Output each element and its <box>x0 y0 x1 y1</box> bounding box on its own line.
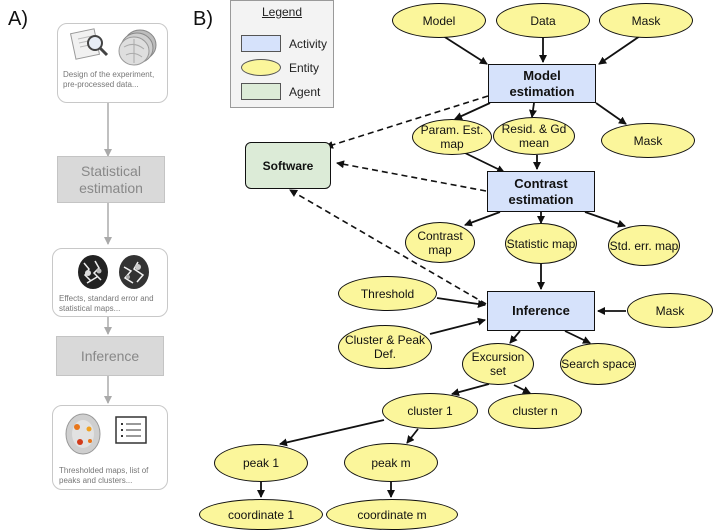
edge-cluster1-peakm <box>406 428 419 444</box>
threshold-entity: Threshold <box>338 276 437 311</box>
edge-estimation-resid <box>529 102 537 118</box>
coordinate-m-entity: coordinate m <box>326 499 458 530</box>
search-space-entity: Search space <box>560 343 636 385</box>
edge-inference-search <box>564 330 591 344</box>
data-entity: Data <box>496 3 590 38</box>
design-data-box: Design of the experiment, pre-processed … <box>57 23 168 103</box>
legend-entity-label: Entity <box>289 61 320 75</box>
thresholded-maps-box: Thresholded maps, list of peaks and clus… <box>52 405 168 490</box>
excursion-set-entity: Excursion set <box>462 343 534 385</box>
legend-activity-swatch <box>241 35 281 52</box>
edge-contrast-software <box>336 160 487 192</box>
peak-m-entity: peak m <box>344 443 438 482</box>
effects-maps-caption: Effects, standard error and statistical … <box>59 294 154 313</box>
statistic-map-brain-icon <box>119 255 149 289</box>
edge-inference-software <box>289 189 487 305</box>
edge-param-contrast <box>464 152 505 173</box>
statistic-map-entity: Statistic map <box>505 223 577 264</box>
peak-1-entity: peak 1 <box>214 444 308 482</box>
edge-excursion-cluster1 <box>451 383 490 397</box>
contrast-map-entity: Contrast map <box>405 222 475 263</box>
cluster-peak-def-entity: Cluster & Peak Def. <box>338 325 432 369</box>
effects-maps-box: Effects, standard error and statistical … <box>52 248 168 317</box>
contrast-estimation-activity: Contrast estimation <box>487 171 595 212</box>
coordinate-1-entity: coordinate 1 <box>199 499 323 530</box>
resid-gd-mean-entity: Resid. & Gd mean <box>493 117 575 155</box>
legend: Legend Activity Entity Agent <box>230 0 334 108</box>
effect-map-brain-icon <box>78 255 108 289</box>
edge-contrast-cmap <box>464 211 501 227</box>
edge-model-estimation <box>439 33 488 65</box>
edge-estimation-param <box>454 102 491 120</box>
legend-title: Legend <box>261 5 303 19</box>
edge-estimation-mask <box>595 102 627 125</box>
model-entity: Model <box>392 3 486 38</box>
edge-excursion-clustern <box>513 384 531 394</box>
param-est-map-entity: Param. Est. map <box>412 119 492 155</box>
inference-step: Inference <box>56 336 164 376</box>
edge-cluster-inference <box>429 317 486 335</box>
document-magnifier-icon <box>70 28 109 60</box>
panel-b-label: B) <box>193 8 213 30</box>
mask-top-entity: Mask <box>599 3 693 38</box>
mask-mid-entity: Mask <box>601 123 695 158</box>
edge-cluster1-peak1 <box>279 419 385 447</box>
legend-agent-label: Agent <box>289 85 321 99</box>
edge-estimation-software <box>325 95 489 149</box>
statistical-estimation-step: Statistical estimation <box>57 156 165 203</box>
cluster-1-entity: cluster 1 <box>382 393 478 429</box>
legend-agent-swatch <box>241 83 281 100</box>
edge-mask-estimation <box>598 33 644 65</box>
brain-slices-icon <box>118 29 157 66</box>
list-document-icon <box>115 416 147 444</box>
inference-activity: Inference <box>487 291 595 331</box>
software-agent: Software <box>245 142 331 189</box>
panel-a-label: A) <box>8 8 28 30</box>
cluster-n-entity: cluster n <box>488 393 582 429</box>
edge-threshold-inference <box>436 297 486 308</box>
edge-contrast-stderr <box>584 211 626 228</box>
mask-inference-entity: Mask <box>627 293 713 328</box>
edge-inference-excursion <box>509 330 521 344</box>
legend-entity-swatch <box>241 59 281 76</box>
design-data-caption: Design of the experiment, pre-processed … <box>63 70 155 89</box>
std-err-map-entity: Std. err. map <box>608 225 680 266</box>
thresholded-maps-caption: Thresholded maps, list of peaks and clus… <box>59 466 149 485</box>
model-estimation-activity: Model estimation <box>488 64 596 103</box>
thresholded-brain-icon <box>65 413 101 455</box>
legend-activity-label: Activity <box>289 37 328 51</box>
